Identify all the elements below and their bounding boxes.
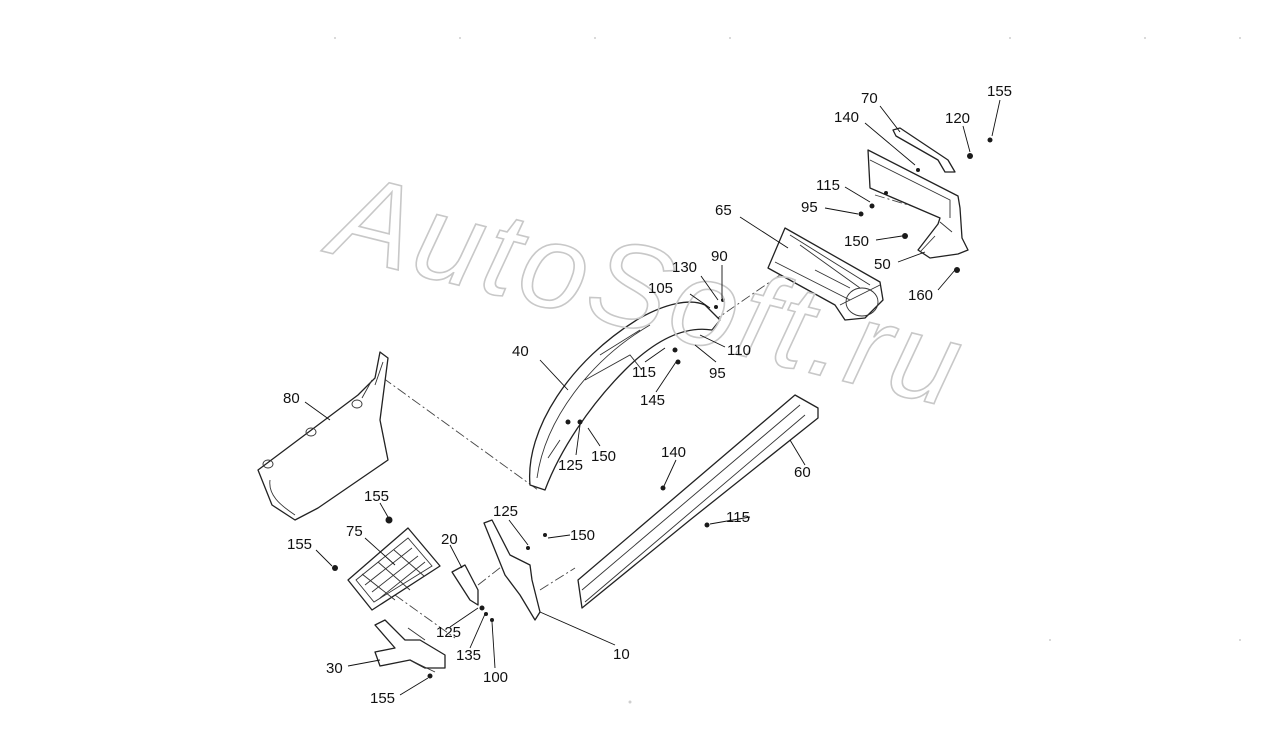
callout-145: 145: [640, 392, 665, 409]
callout-125-bottom: 125: [436, 624, 461, 641]
callout-95-mid: 95: [709, 365, 726, 382]
part-30-step-support: [374, 619, 446, 679]
part-65-lamp-housing: [767, 227, 884, 321]
callout-155-step: 155: [364, 488, 389, 505]
callout-80: 80: [283, 390, 300, 407]
scan-dots: [334, 37, 1241, 704]
part-10-bracket-plate: [479, 519, 547, 622]
callout-30: 30: [326, 660, 343, 677]
fasteners-top: [858, 137, 993, 273]
part-80-mud-flap: [257, 351, 389, 521]
callout-160: 160: [908, 287, 933, 304]
callout-125-low: 125: [493, 503, 518, 520]
callout-150-mid: 150: [591, 448, 616, 465]
callout-105: 105: [648, 280, 673, 297]
part-75-step-plate: [332, 516, 441, 611]
callout-120: 120: [945, 110, 970, 127]
callout-40: 40: [512, 343, 529, 360]
callout-95-top: 95: [801, 199, 818, 216]
callout-135: 135: [456, 647, 481, 664]
callout-155-top: 155: [987, 83, 1012, 100]
part-60-side-panel: [577, 394, 819, 609]
callouts: 70 140 155 120 115 95 65 150 50 160 130 …: [283, 83, 1012, 707]
callout-125-mid: 125: [558, 457, 583, 474]
callout-110: 110: [727, 342, 751, 359]
part-20-bracket: [451, 564, 479, 606]
callout-150-low: 150: [570, 527, 595, 544]
callout-50: 50: [874, 256, 891, 273]
callout-130: 130: [672, 259, 697, 276]
callout-65: 65: [715, 202, 732, 219]
callout-140-top: 140: [834, 109, 859, 126]
callout-150-top: 150: [844, 233, 869, 250]
callout-90: 90: [711, 248, 728, 265]
callout-100: 100: [483, 669, 508, 686]
callout-70: 70: [861, 90, 878, 107]
part-50-bracket: [867, 127, 969, 259]
callout-20: 20: [441, 531, 458, 548]
callout-155-bottom: 155: [370, 690, 395, 707]
callout-10: 10: [613, 646, 630, 663]
leader-lines: [304, 99, 1001, 696]
callout-155-left: 155: [287, 536, 312, 553]
callout-115-low: 115: [726, 509, 750, 526]
callout-75: 75: [346, 523, 363, 540]
part-40-fender: [529, 298, 725, 491]
callout-115-top: 115: [816, 177, 840, 194]
callout-140-mid: 140: [661, 444, 686, 461]
callout-60: 60: [794, 464, 811, 481]
callout-115-mid: 115: [632, 364, 656, 381]
